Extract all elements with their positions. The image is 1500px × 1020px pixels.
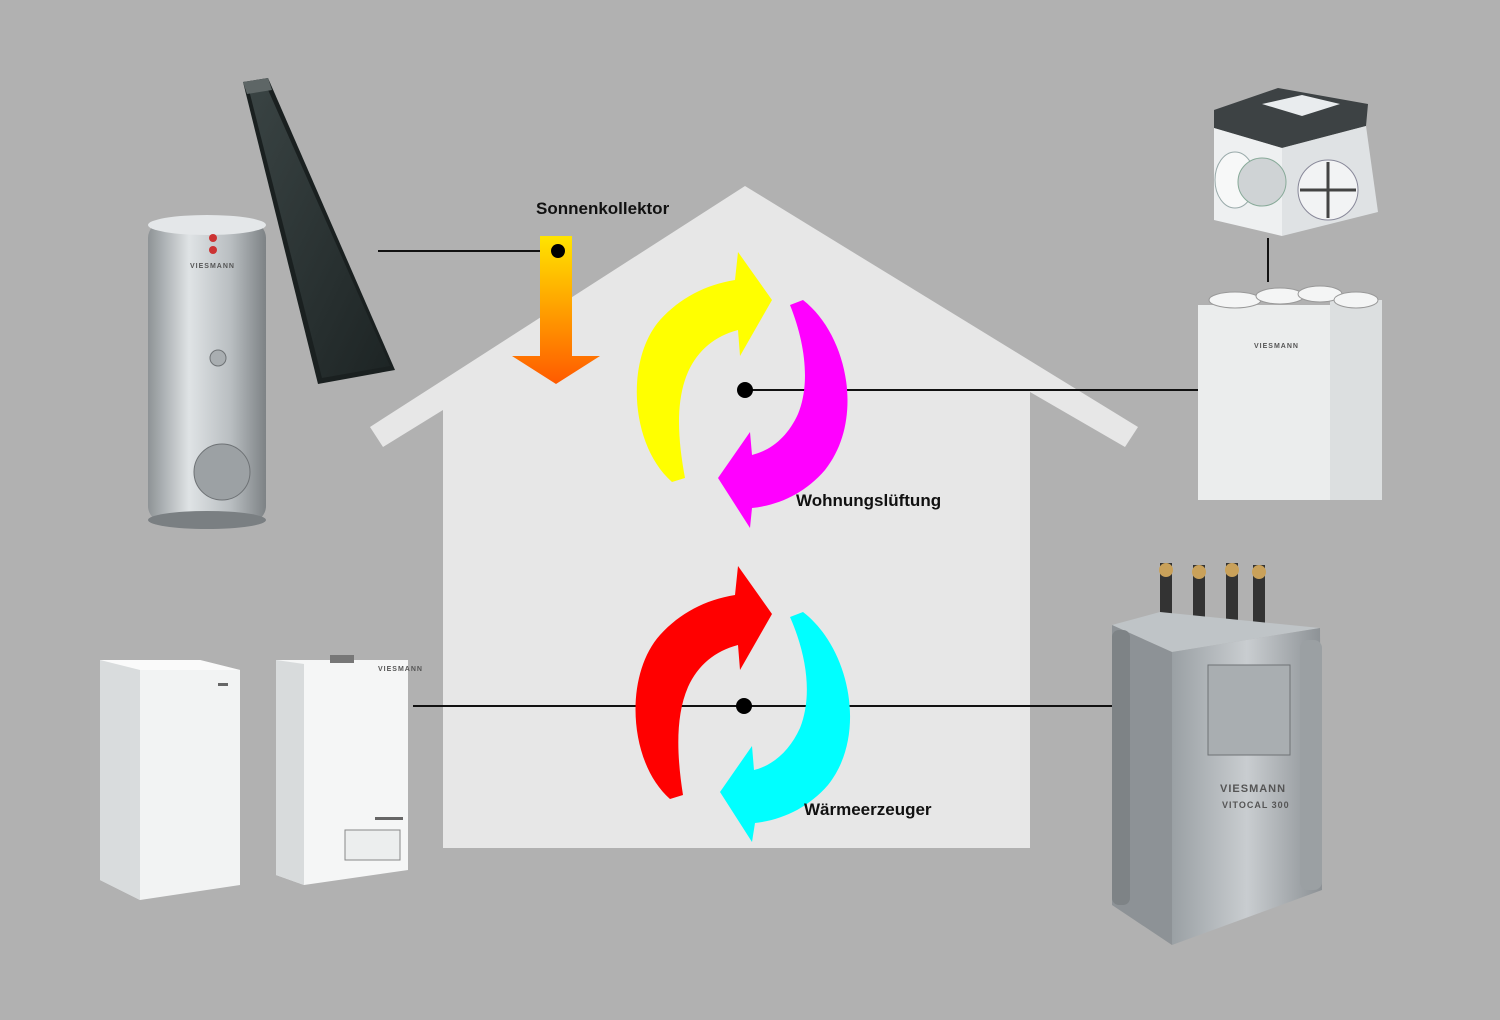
arrow-red [635, 566, 772, 799]
connector-lines [378, 238, 1269, 707]
label-wohnungslueftung: Wohnungslüftung [796, 491, 941, 510]
arrow-cyan [720, 612, 851, 842]
boiler-brand-text: VIESMANN [378, 666, 423, 673]
ventilation-heat-recovery-unit: VIESMANN [1198, 285, 1382, 500]
boiler-units: VIESMANN [100, 655, 423, 900]
tank-brand-text: VIESMANN [190, 263, 235, 270]
heat-node-dot [736, 698, 752, 714]
solar-node-dot [551, 244, 565, 258]
heatpump-brand-text: VIESMANN [1220, 783, 1286, 795]
label-sonnenkollektor: Sonnenkollektor [536, 199, 670, 218]
ventilation-node-dot [737, 382, 753, 398]
heat-pump-unit: VIESMANN VITOCAL 300 [1112, 563, 1322, 945]
label-waermeerzeuger: Wärmeerzeuger [804, 800, 932, 819]
hot-water-storage-tank: VIESMANN [148, 215, 266, 529]
solar-down-arrow [512, 236, 600, 384]
heat-cycle-arrows [635, 566, 851, 842]
vent-unit-brand-text: VIESMANN [1254, 343, 1299, 350]
solar-collector-panel [243, 78, 395, 384]
arrow-yellow [636, 252, 772, 482]
heatpump-model-text: VITOCAL 300 [1222, 800, 1290, 810]
ventilation-cycle-arrows [636, 252, 848, 528]
ventilation-box-small [1214, 88, 1378, 236]
arrow-magenta [718, 300, 848, 528]
